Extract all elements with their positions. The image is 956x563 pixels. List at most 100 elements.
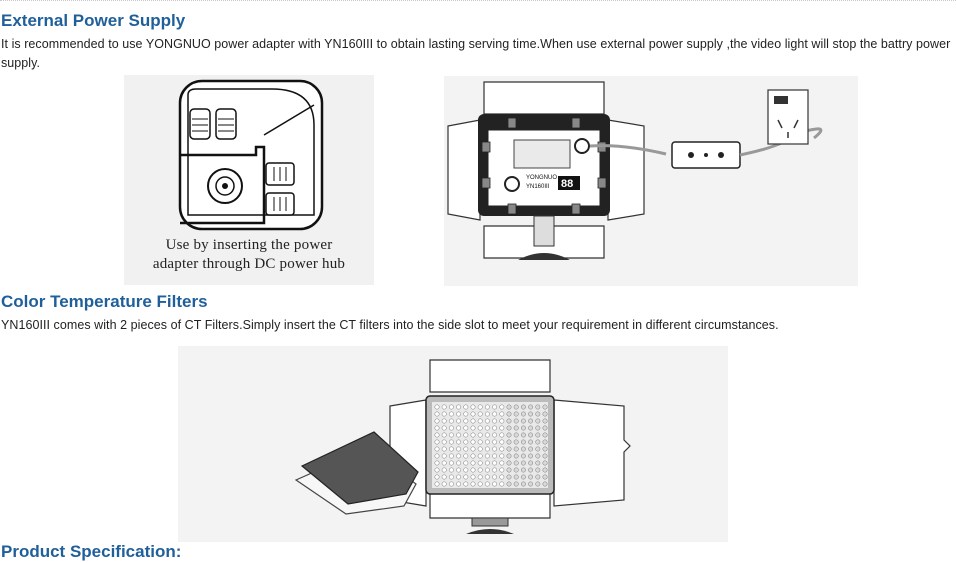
led — [520, 411, 526, 417]
led — [477, 425, 483, 431]
led — [477, 460, 483, 466]
led — [448, 453, 454, 459]
led — [492, 467, 498, 473]
led — [434, 418, 440, 424]
led — [456, 418, 462, 424]
led — [448, 404, 454, 410]
led — [477, 418, 483, 424]
led — [463, 453, 469, 459]
led — [506, 432, 512, 438]
led — [463, 411, 469, 417]
led — [448, 474, 454, 480]
led — [484, 425, 490, 431]
led — [434, 411, 440, 417]
led — [528, 453, 534, 459]
led — [441, 453, 447, 459]
led — [520, 425, 526, 431]
led — [477, 446, 483, 452]
led — [477, 432, 483, 438]
led — [499, 446, 505, 452]
led — [535, 460, 541, 466]
led — [477, 439, 483, 445]
led — [441, 439, 447, 445]
led — [542, 439, 548, 445]
led — [528, 460, 534, 466]
led — [513, 453, 519, 459]
led — [528, 481, 534, 487]
led — [528, 446, 534, 452]
led — [535, 481, 541, 487]
led — [434, 425, 440, 431]
led — [499, 404, 505, 410]
led — [470, 404, 476, 410]
led — [499, 425, 505, 431]
led — [520, 467, 526, 473]
led — [448, 411, 454, 417]
led — [499, 439, 505, 445]
led — [492, 453, 498, 459]
led — [484, 432, 490, 438]
led — [506, 425, 512, 431]
led — [470, 439, 476, 445]
led — [470, 481, 476, 487]
paragraph-external-power: It is recommended to use YONGNUO power a… — [1, 37, 951, 70]
led — [542, 460, 548, 466]
figure-ct-filters — [178, 346, 728, 542]
led — [484, 467, 490, 473]
led — [456, 460, 462, 466]
led — [506, 453, 512, 459]
led — [506, 474, 512, 480]
led — [520, 439, 526, 445]
led — [477, 411, 483, 417]
led — [542, 432, 548, 438]
caption-line-2: adapter through DC power hub — [152, 256, 346, 272]
led — [484, 481, 490, 487]
led — [528, 411, 534, 417]
led — [506, 439, 512, 445]
led — [441, 425, 447, 431]
led — [434, 460, 440, 466]
device-display-digits: 88 — [561, 178, 573, 190]
paragraph-ct-filters: YN160III comes with 2 pieces of CT Filte… — [1, 318, 779, 332]
led — [456, 404, 462, 410]
led — [456, 474, 462, 480]
figure-light-with-adapter: YONGNUO YN160III 88 — [444, 76, 858, 286]
led — [448, 481, 454, 487]
led — [492, 432, 498, 438]
led — [513, 425, 519, 431]
led — [542, 467, 548, 473]
led — [492, 411, 498, 417]
led — [506, 481, 512, 487]
led — [528, 467, 534, 473]
led — [499, 467, 505, 473]
led — [463, 467, 469, 473]
led — [463, 460, 469, 466]
led — [520, 404, 526, 410]
led — [542, 446, 548, 452]
led — [484, 474, 490, 480]
led — [542, 411, 548, 417]
led — [513, 460, 519, 466]
led — [513, 432, 519, 438]
led — [528, 432, 534, 438]
led — [499, 474, 505, 480]
led — [470, 411, 476, 417]
led — [441, 467, 447, 473]
led — [484, 411, 490, 417]
led — [520, 446, 526, 452]
heading-color-temperature-filters: Color Temperature Filters — [1, 292, 208, 311]
led — [513, 411, 519, 417]
led — [528, 474, 534, 480]
led — [542, 481, 548, 487]
led — [513, 467, 519, 473]
led — [463, 418, 469, 424]
device-brand-label: YONGNUO — [526, 175, 557, 181]
led — [499, 481, 505, 487]
led — [492, 425, 498, 431]
led — [535, 432, 541, 438]
led — [477, 467, 483, 473]
led — [456, 481, 462, 487]
led — [448, 467, 454, 473]
led — [513, 446, 519, 452]
led — [441, 404, 447, 410]
